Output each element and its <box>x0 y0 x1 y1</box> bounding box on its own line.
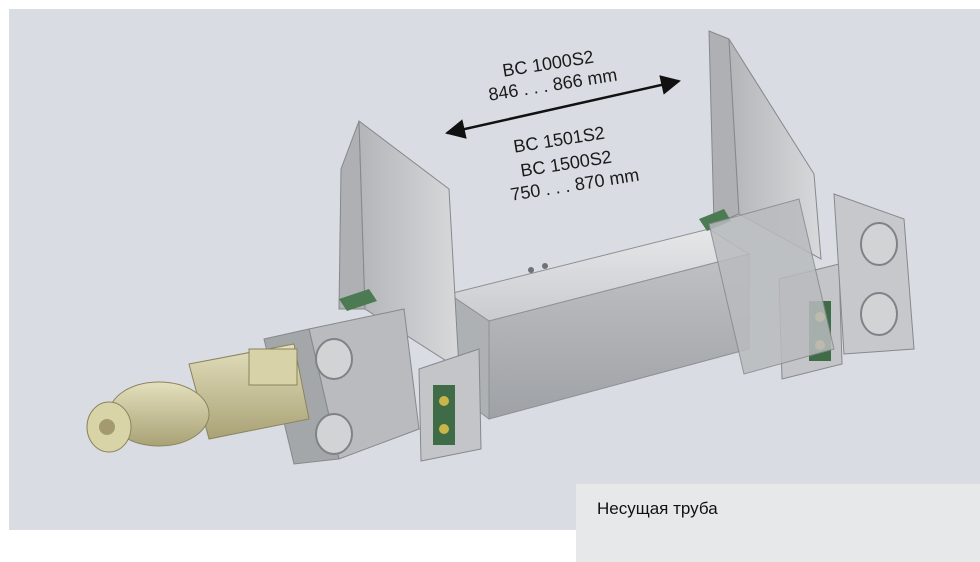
caption-box: Несущая труба <box>576 484 980 562</box>
left-guide-plate <box>338 119 482 462</box>
caption-label: Несущая труба <box>597 499 718 518</box>
carrier-tube <box>447 228 751 420</box>
dimension-arrow <box>445 75 681 139</box>
gear-motor <box>86 343 310 453</box>
product-illustration: BC 1000S2 846 . . . 866 mm BC 1501S2 BC … <box>9 9 980 530</box>
carrier-tube-drawing <box>86 30 915 465</box>
right-end-housing <box>708 193 915 375</box>
